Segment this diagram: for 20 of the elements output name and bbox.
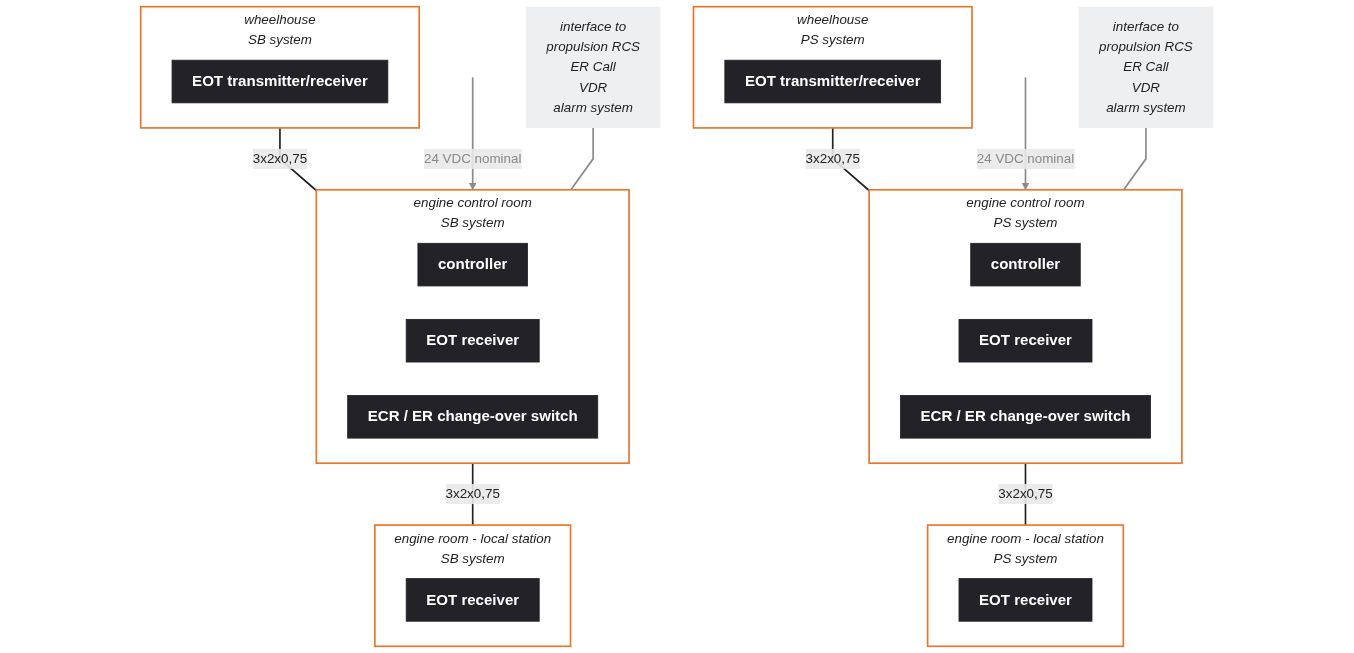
edge-label: 3x2x0,75 [445, 486, 501, 501]
node-box: controller [970, 242, 1081, 287]
node-box: EOT receiver [406, 318, 540, 363]
node-box: ECR / ER change-over switch [900, 395, 1152, 439]
edge-label: 3x2x0,75 [253, 151, 308, 166]
edge-label: 24 VDC nominal [977, 151, 1075, 166]
node-box: controller [417, 242, 529, 287]
edge-label: 24 VDC nominal [424, 151, 522, 166]
node-box: interface to propulsion RCS ER Call VDR alarm system [1078, 6, 1214, 128]
node-box: EOT transmitter/receiver [171, 59, 389, 104]
connector [570, 126, 595, 191]
edge-label: 3x2x0,75 [805, 151, 861, 166]
node-box: EOT receiver [406, 578, 540, 622]
node-box: EOT receiver [958, 318, 1093, 363]
node-box: ECR / ER change-over switch [347, 395, 599, 439]
node-box: interface to propulsion RCS ER Call VDR alarm system [526, 6, 661, 128]
edge-label: 3x2x0,75 [998, 486, 1053, 501]
connector [1123, 126, 1147, 191]
node-box: EOT transmitter/receiver [724, 59, 942, 104]
node-box: EOT receiver [958, 578, 1093, 622]
